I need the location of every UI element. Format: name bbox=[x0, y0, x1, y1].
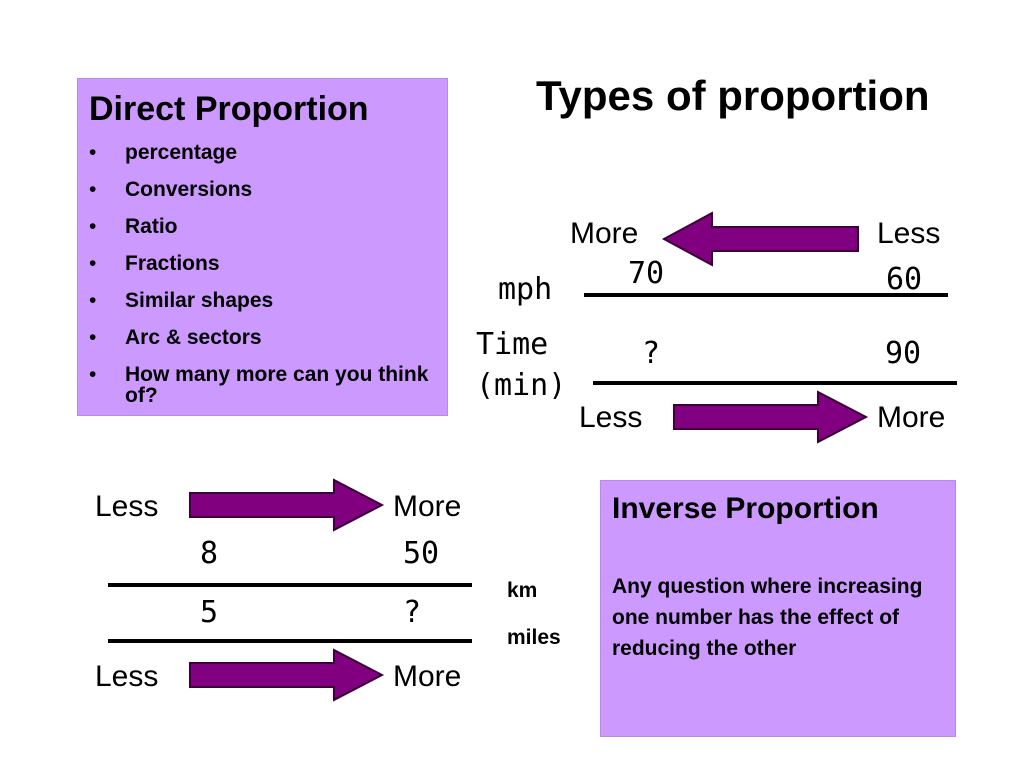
list-item: Similar shapes bbox=[89, 290, 439, 313]
conversion-row2-unit: miles bbox=[507, 626, 561, 649]
right-arrow-icon bbox=[673, 390, 869, 444]
speed-row1-left-value: 70 bbox=[628, 256, 665, 291]
speed-row1-label: mph bbox=[498, 272, 553, 307]
list-item: Fractions bbox=[89, 253, 439, 276]
conversion-bottom-right-label: More bbox=[393, 660, 462, 693]
conversion-top-right-label: More bbox=[393, 490, 462, 523]
conversion-row2-right-value: ? bbox=[403, 595, 422, 630]
speed-row2-label-line2: (min) bbox=[476, 368, 567, 403]
conversion-row1-right-value: 50 bbox=[403, 536, 440, 571]
list-item: How many more can you think of? bbox=[89, 364, 439, 406]
inverse-proportion-description: Any question where increasing one number… bbox=[612, 575, 923, 660]
conversion-divider-line-2 bbox=[108, 639, 472, 643]
list-item: Ratio bbox=[89, 216, 439, 239]
conversion-row2-left-value: 5 bbox=[200, 595, 219, 630]
list-item: Conversions bbox=[89, 179, 439, 202]
conversion-row1-unit: km bbox=[507, 579, 538, 602]
speed-bottom-right-label: More bbox=[877, 401, 946, 434]
speed-divider-line-2 bbox=[593, 381, 957, 385]
page-title: Types of proportion bbox=[536, 72, 930, 119]
direct-proportion-box: Direct Proportion percentage Conversions… bbox=[77, 78, 448, 416]
speed-row2-left-value: ? bbox=[642, 336, 661, 371]
conversion-row1-left-value: 8 bbox=[200, 536, 219, 571]
conversion-top-left-label: Less bbox=[95, 490, 159, 523]
list-item: Arc & sectors bbox=[89, 327, 439, 350]
speed-row2-label-line1: Time bbox=[476, 327, 549, 362]
direct-proportion-list: percentage Conversions Ratio Fractions S… bbox=[89, 142, 439, 421]
direct-proportion-heading: Direct Proportion bbox=[89, 90, 369, 128]
inverse-proportion-heading: Inverse Proportion bbox=[612, 492, 879, 525]
speed-row2-right-value: 90 bbox=[885, 336, 922, 371]
speed-top-right-label: Less bbox=[877, 217, 941, 250]
speed-divider-line-1 bbox=[584, 293, 948, 297]
list-item: percentage bbox=[89, 142, 439, 165]
conversion-bottom-left-label: Less bbox=[95, 660, 159, 693]
right-arrow-icon bbox=[189, 648, 385, 702]
conversion-divider-line-1 bbox=[108, 583, 472, 587]
left-arrow-icon bbox=[661, 211, 859, 267]
inverse-proportion-box: Inverse Proportion Any question where in… bbox=[600, 480, 956, 737]
speed-bottom-left-label: Less bbox=[579, 401, 643, 434]
speed-row1-right-value: 60 bbox=[886, 262, 923, 297]
right-arrow-icon bbox=[189, 478, 385, 532]
speed-top-left-label: More bbox=[570, 217, 639, 250]
